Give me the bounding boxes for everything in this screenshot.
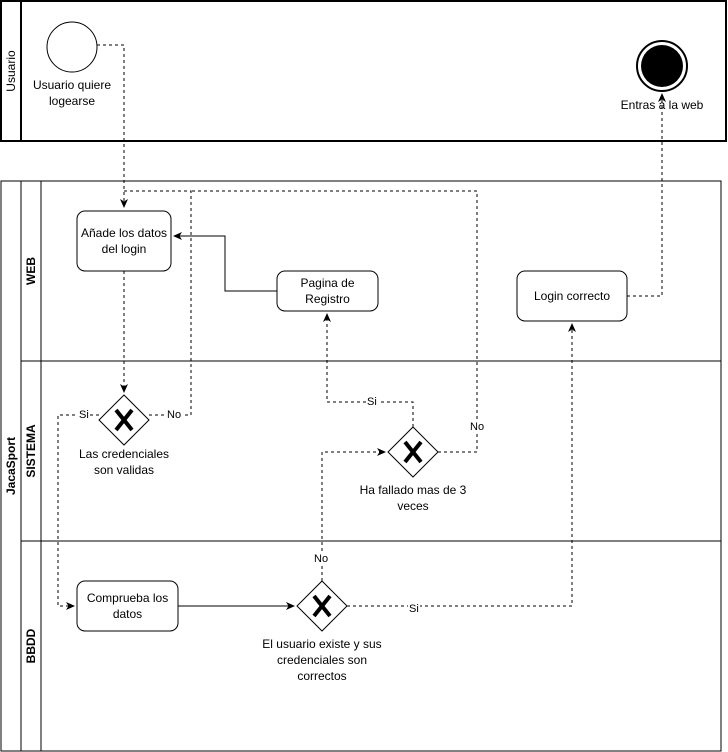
task-pagina-registro-label: Pagina de Registro — [300, 276, 355, 306]
end-event-core — [641, 45, 683, 87]
start-event — [46, 21, 98, 73]
flow-existe-no — [321, 448, 386, 581]
flow-start-to-anade — [97, 44, 128, 208]
pool-jacasport-label: JacaSport — [4, 436, 18, 496]
flow-fallado-no — [191, 190, 478, 453]
edge-label-existe-si: Si — [408, 603, 420, 616]
start-event-label: Usuario quiere logearse — [32, 78, 112, 108]
lane-bbdd-label: BBDD — [24, 628, 38, 664]
flow-existe-si — [347, 323, 576, 607]
task-login-correcto-label: Login correcto — [533, 289, 611, 303]
gateway-usuario-existe-label: El usuario existe y sus credenciales son… — [262, 637, 382, 683]
gateway-fallado — [387, 426, 439, 478]
flow-login-to-end — [627, 93, 666, 297]
edge-label-cred-si: Si — [78, 409, 90, 422]
gateway-credenciales — [98, 394, 150, 446]
edge-label-existe-no: No — [313, 553, 330, 566]
lane-sistema-label: SISTEMA — [24, 424, 38, 478]
lane-web-label: WEB — [24, 257, 38, 285]
pool-usuario — [0, 0, 727, 142]
flow-registro-to-anade — [173, 232, 277, 292]
edge-label-fallado-no: No — [469, 421, 486, 434]
end-event-label: Entras a la web — [620, 98, 704, 112]
gateway-credenciales-label: Las credenciales son validas — [78, 447, 170, 477]
task-anade-datos-label: Añade los datos del login — [80, 226, 168, 256]
gateway-usuario-existe — [296, 580, 348, 632]
edge-label-fallado-si: Si — [366, 396, 378, 409]
pool-usuario-label: Usuario — [4, 50, 18, 92]
edge-label-cred-no: No — [166, 409, 183, 422]
gateway-fallado-label: Ha fallado mas de 3 veces — [359, 483, 467, 513]
task-comprueba-datos-label: Comprueba los datos — [86, 591, 169, 621]
